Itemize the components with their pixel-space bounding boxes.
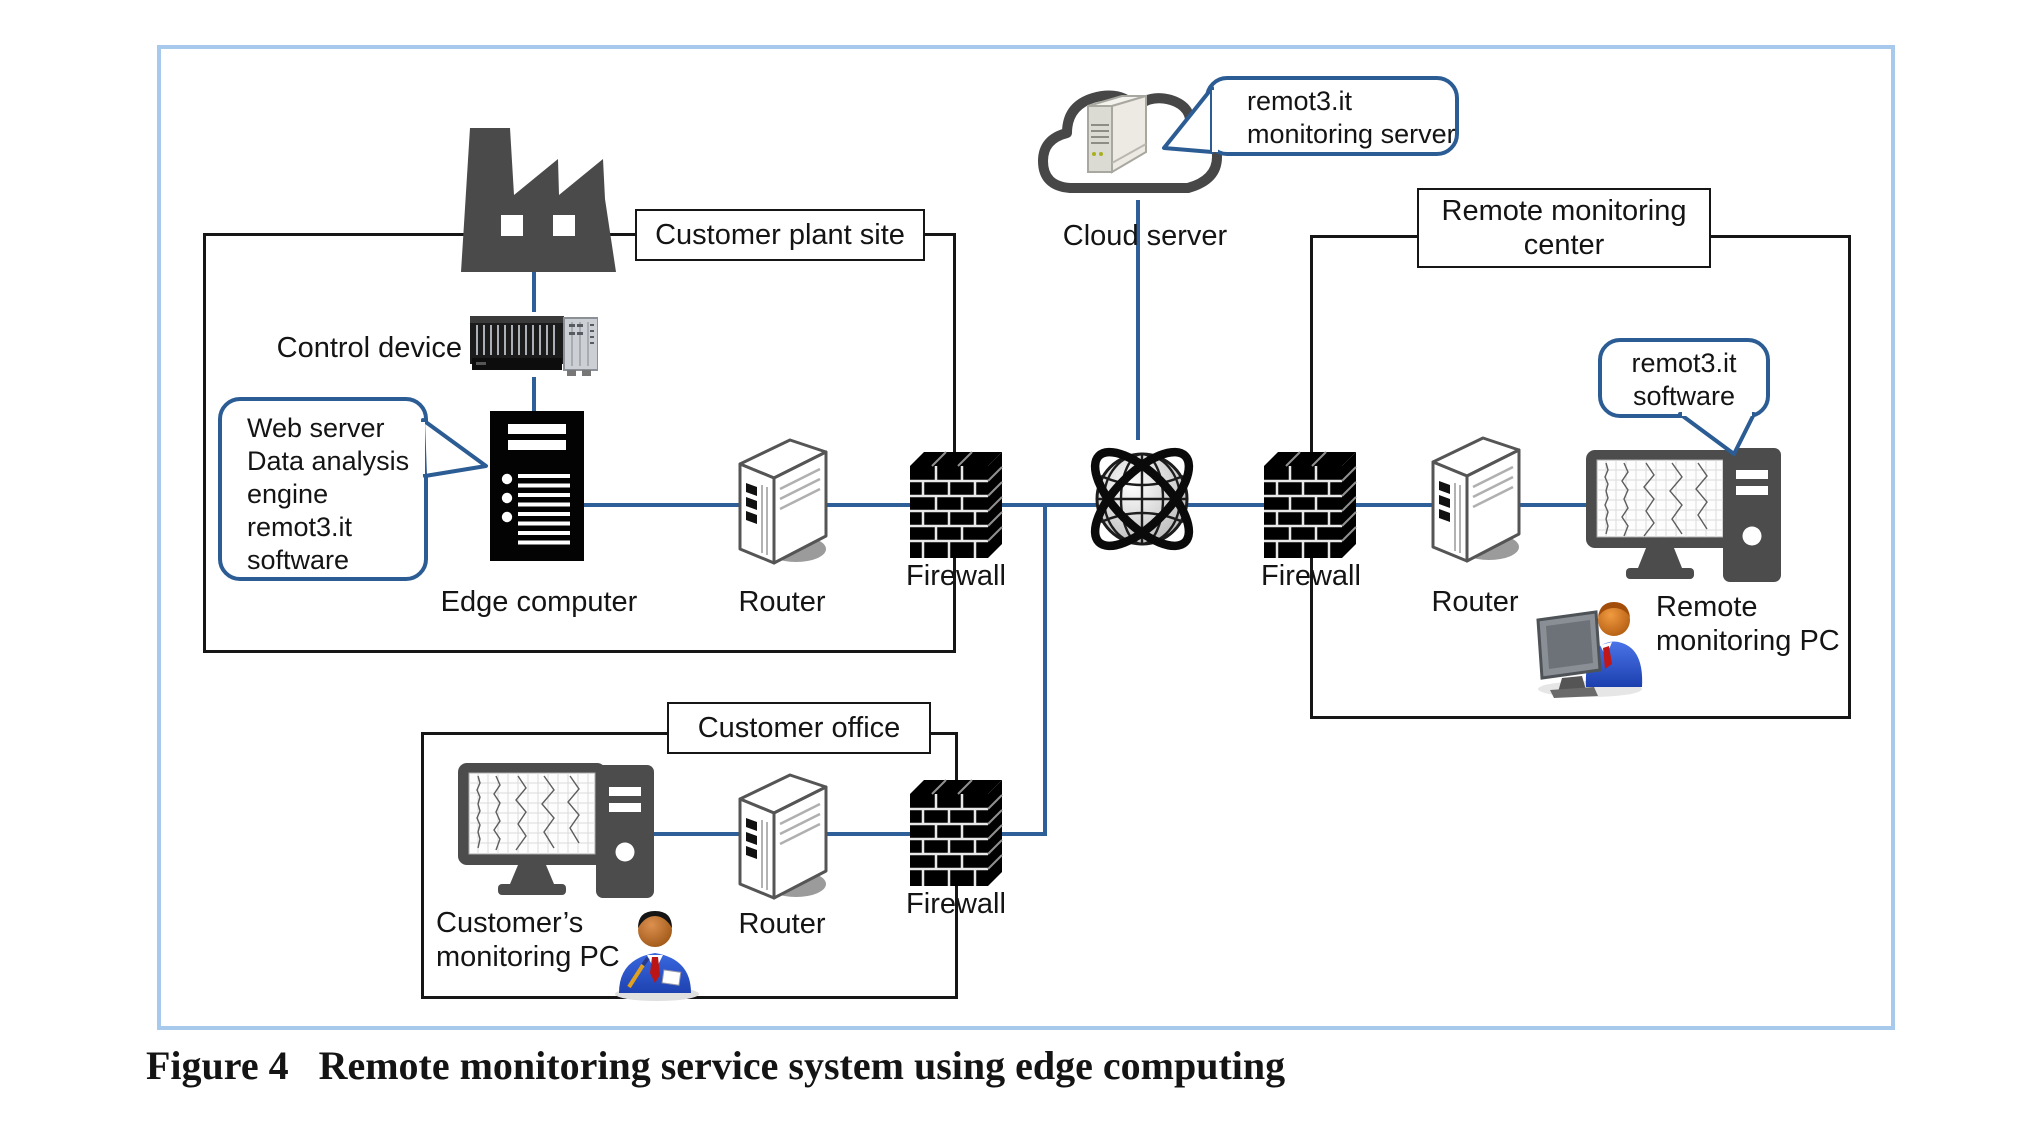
callout-cloud-tail — [1156, 80, 1218, 160]
edge-computer-icon — [490, 411, 584, 561]
link-main-lan — [580, 503, 1590, 507]
label-cloud-server: Cloud server — [1062, 220, 1228, 252]
figure-caption-label: Figure 4 — [146, 1043, 289, 1088]
router-icon — [732, 772, 832, 902]
firewall-icon — [906, 778, 1006, 900]
callout-line: engine — [247, 479, 329, 509]
customer-person-icon — [605, 903, 705, 1001]
label-remote-monitoring-center: Remote monitoring center — [1417, 188, 1711, 268]
operator-icon — [1532, 590, 1650, 698]
figure-caption-title: Remote monitoring service system using e… — [318, 1043, 1286, 1088]
figure-caption: Figure 4 Remote monitoring service syste… — [146, 1042, 1285, 1089]
callout-cloud: remot3.it monitoring server — [1205, 76, 1459, 156]
pc-tower-icon — [596, 765, 654, 898]
label-customer-monitoring-pc: Customer’s monitoring PC — [436, 907, 620, 973]
link-office-branch — [1043, 505, 1047, 836]
callout-line: remot3.it — [1247, 86, 1353, 116]
link-control-edge — [532, 377, 536, 415]
callout-line: Data analysis — [247, 446, 410, 476]
label-edge-computer: Edge computer — [440, 586, 638, 618]
monitor-icon — [458, 763, 606, 903]
firewall-icon — [1260, 450, 1360, 572]
callout-line: Web server — [247, 413, 385, 443]
callout-line: remot3.it — [1631, 348, 1737, 378]
label-customer-plant-site: Customer plant site — [635, 209, 925, 261]
label-center-router: Router — [1431, 586, 1519, 618]
callout-edge-tail — [420, 414, 492, 482]
label-center-firewall: Firewall — [1261, 560, 1361, 592]
router-icon — [732, 437, 832, 567]
callout-line: software — [1632, 381, 1736, 411]
callout-center-software: remot3.it software — [1598, 338, 1770, 418]
link-factory-control — [532, 266, 536, 312]
label-plant-router: Router — [738, 586, 826, 618]
firewall-icon — [906, 450, 1006, 572]
label-text: Customer office — [697, 712, 901, 744]
label-customer-office: Customer office — [667, 702, 931, 754]
label-text: Customer plant site — [655, 219, 905, 251]
pc-tower-icon — [1723, 448, 1781, 582]
link-cloud-internet — [1136, 200, 1140, 440]
callout-edge-software: Web server Data analysis engine remot3.i… — [218, 397, 428, 581]
factory-icon — [458, 127, 620, 273]
link-office-lan — [650, 832, 1047, 836]
label-plant-firewall: Firewall — [906, 560, 1006, 592]
router-icon — [1425, 435, 1525, 565]
callout-line: software — [247, 545, 350, 575]
control-device-icon — [470, 308, 599, 378]
label-control-device: Control device — [276, 332, 462, 364]
label-text: Remote monitoring center — [1441, 195, 1687, 261]
callout-center-tail — [1672, 410, 1762, 460]
label-office-firewall: Firewall — [906, 888, 1006, 920]
callout-line: remot3.it — [247, 512, 353, 542]
internet-globe-icon — [1076, 433, 1208, 565]
monitor-icon — [1586, 450, 1734, 585]
label-remote-monitoring-pc: Remote monitoring PC — [1656, 591, 1840, 657]
callout-line: monitoring server — [1247, 119, 1456, 149]
label-office-router: Router — [738, 908, 826, 940]
